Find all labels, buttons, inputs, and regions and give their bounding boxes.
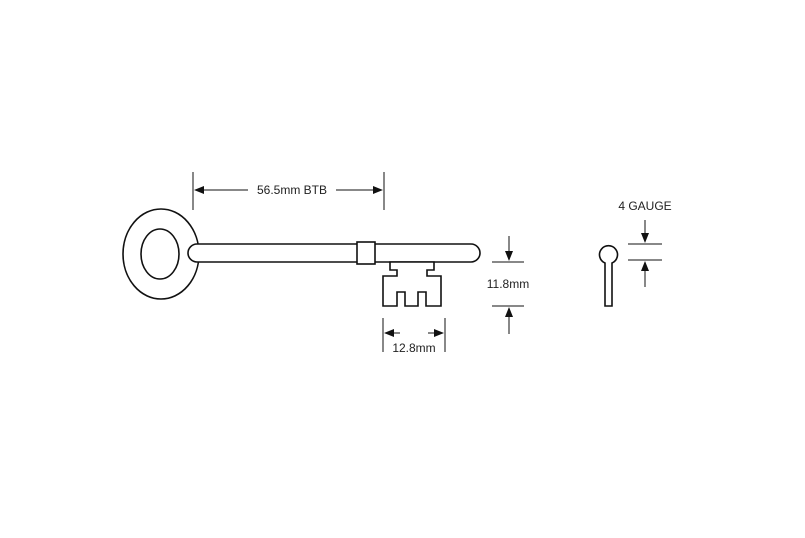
length-dimension: 56.5mm BTB <box>192 172 385 210</box>
bit-width-label: 12.8mm <box>392 341 435 355</box>
key-cross-section <box>598 244 619 307</box>
key-bow <box>122 208 200 300</box>
key-bit <box>382 261 442 307</box>
key-shank <box>187 241 481 265</box>
length-label: 56.5mm BTB <box>257 183 327 197</box>
bit-height-label: 11.8mm <box>487 277 529 291</box>
bit-height-dimension: 11.8mm <box>487 236 529 334</box>
gauge-label: 4 GAUGE <box>618 199 671 213</box>
gauge-dimension: 4 GAUGE <box>618 199 672 287</box>
bit-width-dimension: 12.8mm <box>382 318 446 355</box>
